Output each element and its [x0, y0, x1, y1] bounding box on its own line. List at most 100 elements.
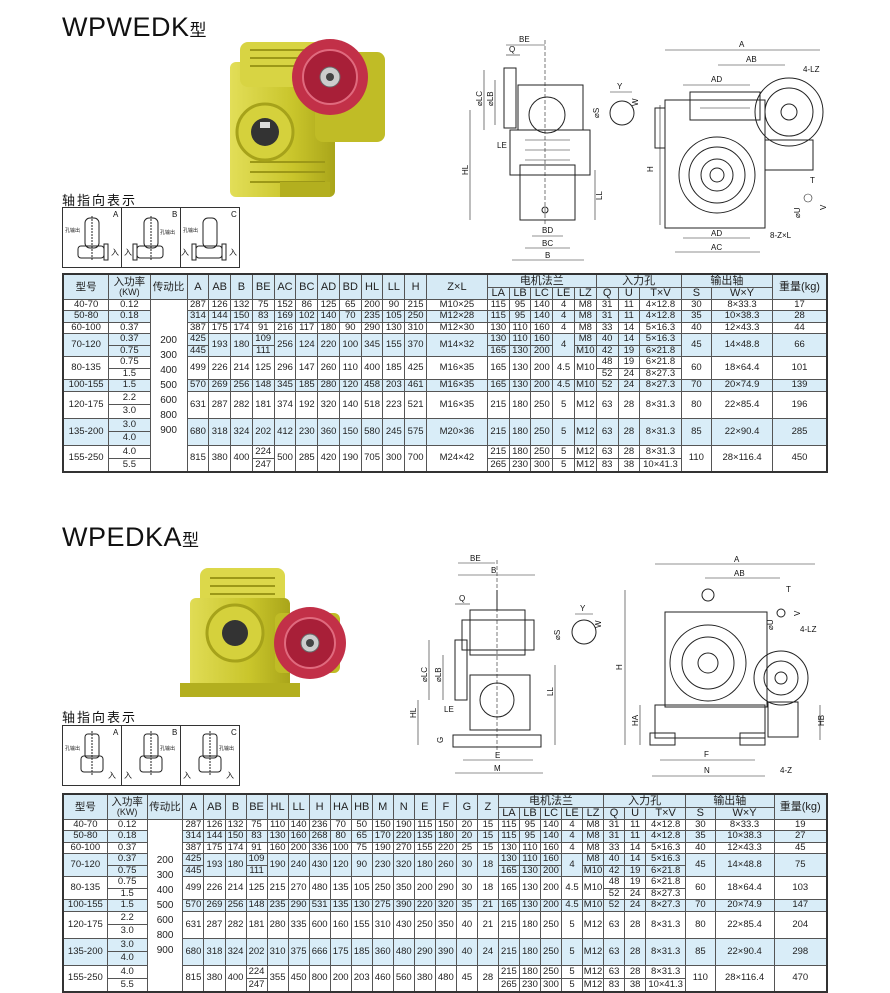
cell-lz: M12	[582, 964, 605, 979]
svg-text:⌀U: ⌀U	[793, 207, 802, 218]
cell-ac: 296	[273, 356, 297, 380]
cell-s: 110	[680, 444, 713, 473]
column-header-lb: LB	[518, 806, 541, 820]
cell-s: 80	[680, 390, 713, 419]
cell-h: 800	[308, 964, 331, 993]
cell-q: 33	[603, 841, 626, 854]
cell-col: 50-80	[62, 310, 110, 323]
cell-w-y: 22×85.4	[711, 390, 774, 419]
cell-be: 148	[251, 379, 275, 392]
cell-t-v: 10×41.3	[645, 978, 687, 993]
cell-ac: 500	[273, 444, 297, 473]
cell-s: 80	[685, 910, 716, 939]
group-header-output-shaft: 输出轴	[680, 273, 774, 288]
svg-text:BD: BD	[542, 226, 553, 235]
cell-col: 100-155	[62, 379, 110, 392]
cell-kg: 147	[773, 899, 828, 912]
cell-ab: 287	[208, 390, 232, 419]
cell-le: 4.5	[552, 356, 575, 380]
cell-hl: 705	[360, 444, 384, 473]
cell-h: 236	[308, 818, 331, 831]
cell-lc: 160	[530, 321, 554, 334]
cell-u: 28	[624, 964, 647, 979]
cell-le: 4	[552, 298, 575, 311]
cell-hl: 310	[266, 937, 289, 966]
cell-a: 445	[182, 864, 205, 877]
cell-t-v: 8×31.3	[639, 390, 682, 419]
cell-col: 50-80	[62, 830, 108, 843]
svg-text:E: E	[495, 751, 500, 760]
cell-la: 130	[486, 333, 510, 346]
cell-col: 60-100	[62, 321, 110, 334]
cell-ll: 240	[287, 853, 310, 877]
cell-ll: 450	[287, 964, 310, 993]
cell-col: 100-155	[62, 899, 108, 912]
cell-ab: 144	[208, 310, 232, 323]
cell-hl: 235	[266, 899, 289, 912]
cell-lc: 140	[539, 818, 563, 831]
cell-s: 110	[685, 964, 716, 993]
cell-kw: 0.75	[108, 344, 151, 357]
dimension-drawing-wpwedk: BE Q ⌀LC ⌀LB LE HL LL BD BC B Y W ⌀S A A…	[461, 35, 828, 261]
cell-le: 4	[552, 333, 575, 357]
cell-lz: M10	[573, 379, 597, 392]
cell-lc: 250	[539, 937, 563, 966]
cell-bd: 120	[338, 379, 362, 392]
cell-t-v: 8×31.3	[645, 964, 687, 979]
cell-t-v: 6×21.8	[645, 864, 687, 877]
cell-ll: 200	[287, 841, 310, 854]
cell-kw: 1.5	[108, 379, 151, 392]
cell-lc: 160	[539, 853, 563, 866]
column-header-col: 传动比	[149, 273, 188, 300]
cell-z: 18	[476, 853, 499, 877]
svg-text:A: A	[113, 728, 119, 737]
cell-f: 480	[434, 964, 457, 993]
cell-u: 24	[624, 887, 647, 900]
cell-be: 91	[251, 321, 275, 334]
cell-z: 28	[476, 964, 499, 993]
cell-t-v: 8×27.3	[645, 887, 687, 900]
cell-kg: 470	[773, 964, 828, 993]
cell-lb: 95	[508, 298, 532, 311]
cell-le: 5	[552, 390, 575, 419]
cell-hl: 458	[360, 379, 384, 392]
cell-lz: M8	[573, 333, 597, 346]
svg-text:A: A	[113, 210, 119, 219]
cell-ab: 193	[203, 853, 226, 877]
column-header-lc: LC	[539, 806, 563, 820]
svg-text:Q: Q	[509, 45, 515, 54]
cell-z-l: M10×25	[425, 298, 488, 311]
cell-le: 5	[560, 937, 584, 966]
cell-ac: 374	[273, 390, 297, 419]
cell-u: 14	[624, 853, 647, 866]
cell-t-v: 8×31.3	[645, 937, 687, 966]
svg-text:入: 入	[229, 248, 237, 257]
cell-kw: 0.37	[106, 841, 148, 854]
cell-f: 260	[434, 853, 457, 877]
svg-text:V: V	[793, 610, 802, 616]
column-header-q: Q	[603, 806, 626, 820]
cell-hl: 518	[360, 390, 384, 419]
svg-text:BE: BE	[470, 554, 481, 563]
cell-hb: 105	[350, 876, 373, 900]
cell-la: 165	[497, 864, 520, 877]
cell-u: 28	[617, 390, 641, 419]
cell-col: 120-175	[62, 910, 108, 939]
cell-kw: 3.0	[108, 404, 151, 419]
cell-lz: M12	[573, 458, 597, 473]
svg-text:AD: AD	[711, 229, 722, 238]
cell-lb: 130	[518, 876, 541, 900]
cell-be: 224	[251, 444, 275, 459]
cell-le: 4	[560, 841, 584, 854]
cell-z: 15	[476, 841, 499, 854]
cell-be: 111	[251, 344, 275, 357]
cell-be: 111	[245, 864, 268, 877]
cell-lb: 130	[508, 379, 532, 392]
cell-lc: 200	[539, 864, 563, 877]
